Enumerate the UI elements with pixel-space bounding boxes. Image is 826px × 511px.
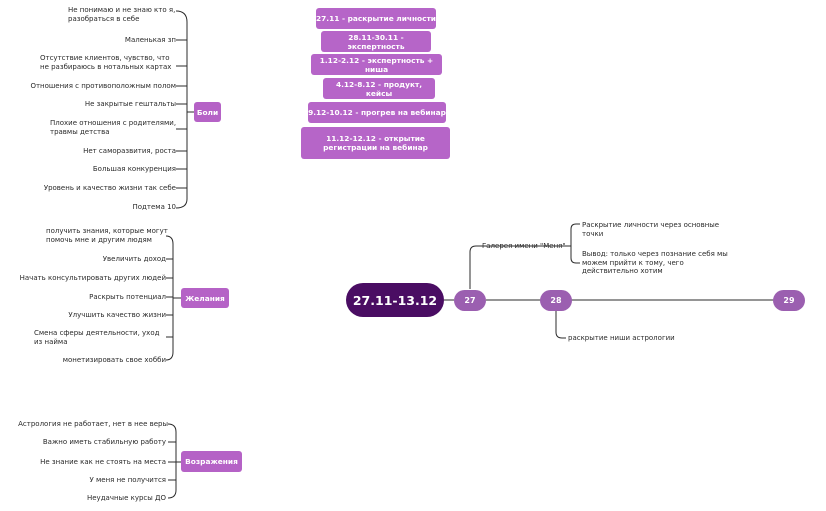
node27-sub-item: Раскрытие личности через основные точки	[582, 221, 720, 238]
node27-branch-label: Галерея имени "Меня"	[482, 242, 566, 250]
objection-item: Астрология не работает, нет в нее веры	[18, 420, 168, 428]
pain-item: Маленькая зп	[124, 36, 176, 44]
category-desires[interactable]: Желания	[181, 288, 229, 308]
desire-item: Улучшить качество жизни	[68, 311, 166, 319]
pain-item: Отсутствие клиентов, чувство, что не раз…	[40, 54, 172, 71]
schedule-tag-3: 1.12-2.12 - экспертность + ниша	[311, 54, 442, 75]
schedule-tag-4: 4.12-8.12 - продукт, кейсы	[323, 78, 435, 99]
schedule-tag-5: 9.12-10.12 - прогрев на вебинар	[308, 102, 446, 123]
objection-item: Не знание как не стоять на места	[40, 458, 166, 466]
desire-item: получить знания, которые могут помочь мн…	[46, 227, 168, 244]
pain-item: Плохие отношения с родителями, травмы де…	[50, 119, 177, 136]
schedule-tag-2: 28.11-30.11 - экспертность	[321, 31, 431, 52]
desire-item: Начать консультировать других людей	[19, 274, 166, 282]
central-topic[interactable]: 27.11-13.12	[346, 283, 444, 317]
desire-item: монетизировать свое хобби	[62, 356, 166, 364]
objection-item: Неудачные курсы ДО	[86, 494, 166, 502]
objection-item: У меня не получится	[89, 476, 167, 484]
pain-item: Нет саморазвития, роста	[83, 147, 176, 155]
pain-item: Отношения с противоположным полом	[30, 82, 176, 90]
desire-item: Увеличить доход	[102, 255, 166, 263]
schedule-tag-6: 11.12-12.12 - открытие регистрации на ве…	[301, 127, 450, 159]
pain-item: Подтема 10	[132, 203, 176, 211]
pain-item: Не понимаю и не знаю кто я, разобраться …	[68, 6, 176, 23]
objection-item: Важно иметь стабильную работу	[42, 438, 166, 446]
desire-item: Раскрыть потенциал	[89, 293, 166, 301]
timeline-node-28[interactable]: 28	[540, 290, 572, 311]
schedule-tag-1: 27.11 - раскрытие личности	[316, 8, 436, 29]
node27-sub-item: Вывод: только через познание себя мы мож…	[582, 250, 728, 275]
desire-item: Смена сферы деятельности, уход из найма	[34, 329, 160, 346]
pain-item: Не закрытые гештальты	[84, 100, 176, 108]
category-objections[interactable]: Возражения	[181, 451, 242, 472]
pain-item: Большая конкуренция	[92, 165, 176, 173]
pain-item: Уровень и качество жизни так себе	[43, 184, 176, 192]
timeline-node-27[interactable]: 27	[454, 290, 486, 311]
category-pains[interactable]: Боли	[194, 102, 221, 122]
node28-branch-label: раскрытие ниши астрологии	[568, 334, 675, 342]
timeline-node-29[interactable]: 29	[773, 290, 805, 311]
